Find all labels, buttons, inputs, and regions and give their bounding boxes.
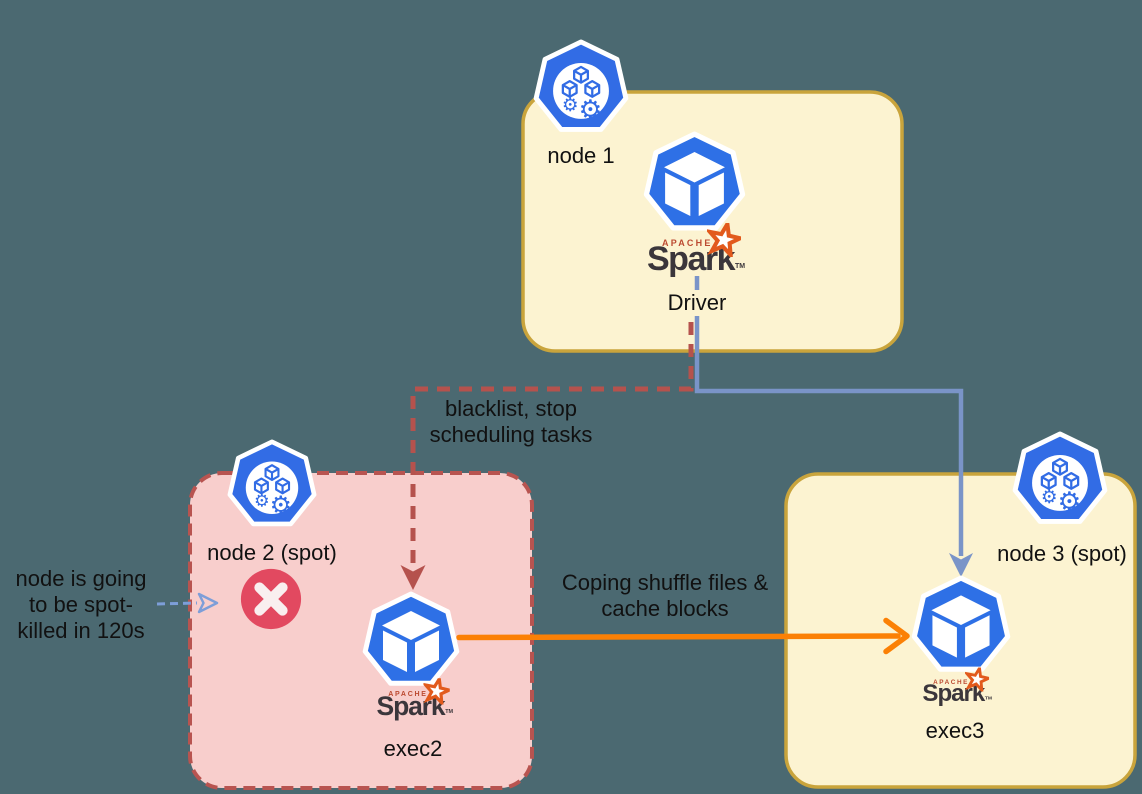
spark-logo-tm: TM — [735, 263, 746, 270]
node1-label: node 1 — [547, 143, 615, 168]
exec2-label: exec2 — [383, 736, 443, 761]
spark-logo-tm: TM — [445, 709, 454, 715]
node2-label: node 2 (spot) — [207, 540, 337, 565]
spot-kill-arrowhead — [197, 592, 219, 614]
exec3-label: exec3 — [925, 718, 985, 743]
copy-shuffle-arrow — [456, 633, 901, 641]
spark-logo: APACHE SparkTM — [375, 682, 453, 723]
driver-to-exec3-arrowhead — [949, 553, 973, 577]
spot-kill-arrow — [156, 601, 198, 606]
driver-to-exec3-arrow — [694, 276, 964, 556]
apache-spark-star-icon — [423, 678, 450, 705]
spark-logo-tm: TM — [984, 695, 993, 701]
error-x-icon — [239, 567, 303, 631]
spark-logo-apache-text: APACHE — [933, 678, 969, 686]
spark-logo: APACHE SparkTM — [645, 228, 745, 280]
spark-logo-apache-text: APACHE — [662, 238, 713, 248]
spark-logo: APACHE SparkTM — [921, 671, 992, 708]
apache-spark-star-icon — [965, 667, 989, 691]
spot-kill-note: node is going to be spot- killed in 120s — [15, 566, 147, 643]
blacklist-arrow-label: blacklist, stop scheduling tasks — [429, 396, 593, 447]
blacklist-arrowhead — [400, 565, 426, 590]
driver-label: Driver — [627, 290, 767, 316]
kubernetes-node-icon — [1011, 431, 1109, 529]
node3-label: node 3 (spot) — [997, 541, 1127, 566]
pod-cube-icon — [361, 591, 461, 691]
pod-cube-icon — [910, 575, 1012, 677]
copy-shuffle-arrowhead — [883, 617, 910, 655]
node2-box — [188, 471, 534, 790]
apache-spark-star-icon — [707, 223, 741, 257]
kubernetes-node-icon — [226, 439, 318, 531]
copy-shuffle-arrow-label: Coping shuffle files & cache blocks — [561, 570, 769, 621]
kubernetes-node-icon — [532, 39, 630, 137]
spark-logo-apache-text: APACHE — [388, 689, 428, 698]
blacklist-arrow — [410, 322, 694, 565]
